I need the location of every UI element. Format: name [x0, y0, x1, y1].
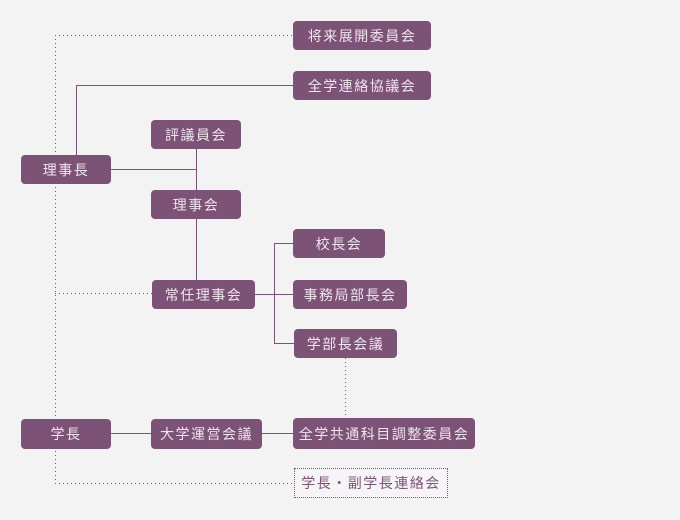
- connector-branch-deans: [274, 343, 294, 344]
- connector-chairman-liaison-vertical: [76, 85, 77, 155]
- connector-trunk-standing-directors: [55, 293, 152, 294]
- connector-councilors-directors: [196, 149, 197, 190]
- node-principals-council: 校長会: [293, 229, 385, 258]
- connector-trunk-future-committee: [55, 35, 293, 36]
- connector-chairman-liaison-horizontal: [76, 85, 293, 86]
- node-bureau-chiefs-council: 事務局部長会: [293, 280, 407, 309]
- node-university-management-council: 大学運営会議: [151, 419, 262, 449]
- node-university-liaison-council: 全学連絡協議会: [293, 71, 431, 100]
- connector-dotted-trunk-vertical: [55, 35, 56, 484]
- node-common-subjects-committee: 全学共通科目調整委員会: [293, 418, 475, 449]
- connector-chairman-east: [111, 169, 197, 170]
- connector-trunk-president-vp-liaison: [55, 483, 294, 484]
- connector-branch-principals: [274, 243, 293, 244]
- node-standing-directors-board: 常任理事会: [152, 280, 255, 309]
- connector-president-management: [111, 433, 151, 434]
- node-board-of-directors: 理事会: [151, 190, 241, 219]
- node-future-development-committee: 将来展開委員会: [293, 21, 431, 50]
- node-president-vp-liaison-meeting: 学長・副学長連絡会: [294, 468, 448, 498]
- node-chairman: 理事長: [21, 155, 111, 184]
- connector-directors-standing: [196, 219, 197, 280]
- node-board-of-councilors: 評議員会: [151, 120, 241, 149]
- node-president: 学長: [21, 419, 111, 449]
- connector-deans-common-subjects: [345, 358, 346, 418]
- connector-management-common: [262, 433, 293, 434]
- connector-branch-vertical: [274, 243, 275, 344]
- node-deans-council: 学部長会議: [294, 329, 397, 358]
